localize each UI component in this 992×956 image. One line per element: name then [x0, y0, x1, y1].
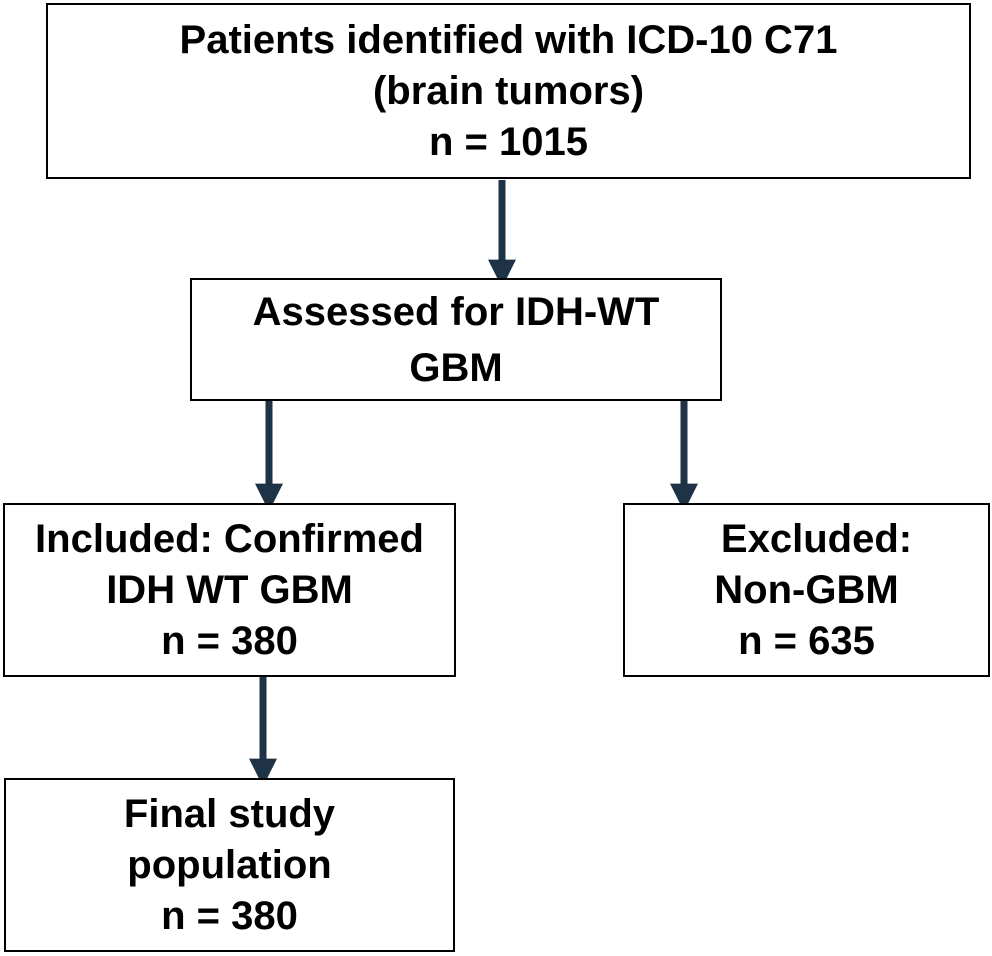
patients-line2: (brain tumors): [372, 68, 645, 113]
included-line2: IDH WT GBM: [106, 567, 353, 612]
box-included: Included: Confirmed IDH WT GBM n = 380: [3, 503, 456, 677]
final-line1: Final study: [123, 791, 336, 836]
box-patients-identified: Patients identified with ICD-10 C71 (bra…: [46, 3, 971, 179]
excluded-line1: Excluded:: [720, 516, 913, 561]
box-assessed: Assessed for IDH-WT GBM: [190, 278, 722, 401]
assessed-line1: Assessed for IDH-WT: [252, 289, 660, 334]
final-count: n = 380: [161, 893, 298, 938]
box-final-population: Final study population n = 380: [4, 778, 455, 952]
final-line2: population: [127, 842, 332, 887]
included-count: n = 380: [161, 618, 298, 663]
excluded-line2: Non-GBM: [714, 567, 899, 612]
excluded-count: n = 635: [738, 618, 875, 663]
included-line1: Included: Confirmed: [35, 516, 424, 561]
assessed-line2: GBM: [409, 345, 503, 390]
patients-count: n = 1015: [428, 119, 588, 164]
box-excluded: Excluded: Non-GBM n = 635: [623, 503, 990, 677]
patients-line1: Patients identified with ICD-10 C71: [179, 17, 838, 62]
